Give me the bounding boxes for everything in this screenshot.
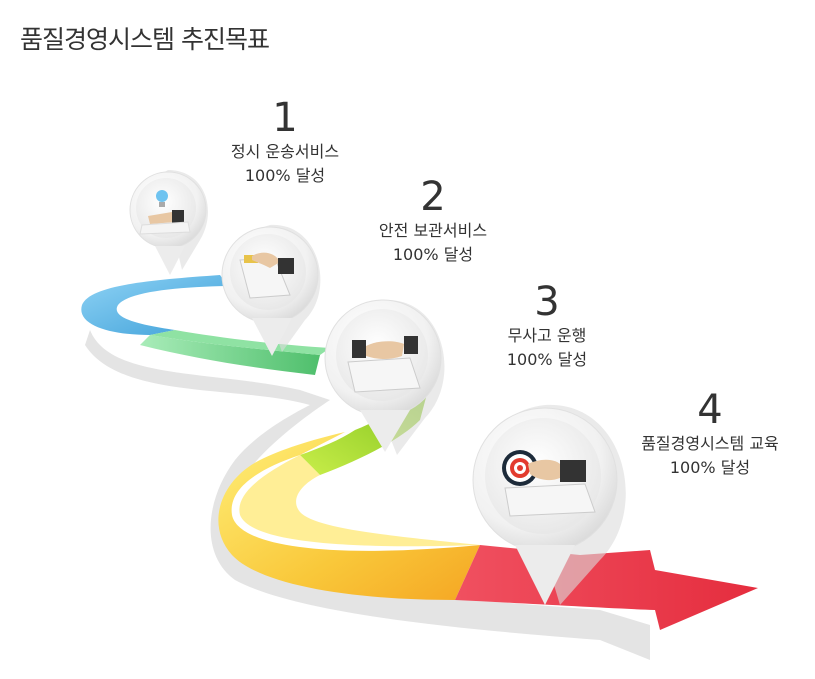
step-4: 4 품질경영시스템 교육 100% 달성: [620, 388, 800, 480]
pin-4: [472, 404, 626, 605]
step-3-label: 무사고 운행: [507, 326, 587, 345]
step-1-goal: 100% 달성: [244, 166, 326, 185]
step-1: 1 정시 운송서비스 100% 달성: [200, 96, 370, 188]
page-title: 품질경영시스템 추진목표: [20, 25, 270, 54]
step-3-goal: 100% 달성: [506, 350, 588, 369]
road-segment-1: [81, 275, 228, 335]
step-1-label: 정시 운송서비스: [230, 142, 340, 161]
step-2-number: 2: [420, 174, 446, 220]
pin-3: [324, 299, 445, 455]
road-segment-4-top: [239, 455, 480, 547]
step-2-goal: 100% 달성: [392, 245, 474, 264]
pin-2: [221, 224, 321, 356]
step-3: 3 무사고 운행 100% 달성: [462, 280, 632, 372]
pin-1: [129, 170, 209, 275]
hand-card-icon: [239, 252, 294, 299]
target-hand-icon: [502, 450, 596, 517]
road-segment-4: [218, 432, 480, 600]
road-segment-2-top: [150, 330, 330, 355]
step-1-number: 1: [272, 95, 298, 141]
road-segment-2: [140, 335, 320, 375]
step-4-number: 4: [697, 387, 723, 433]
step-3-number: 3: [534, 279, 560, 325]
step-2: 2 안전 보관서비스 100% 달성: [348, 175, 518, 267]
step-4-label: 품질경영시스템 교육: [641, 434, 779, 453]
step-4-goal: 100% 달성: [669, 458, 751, 477]
lightbulb-hand-icon: [139, 190, 191, 235]
step-2-label: 안전 보관서비스: [378, 221, 488, 240]
handshake-icon: [347, 336, 421, 393]
